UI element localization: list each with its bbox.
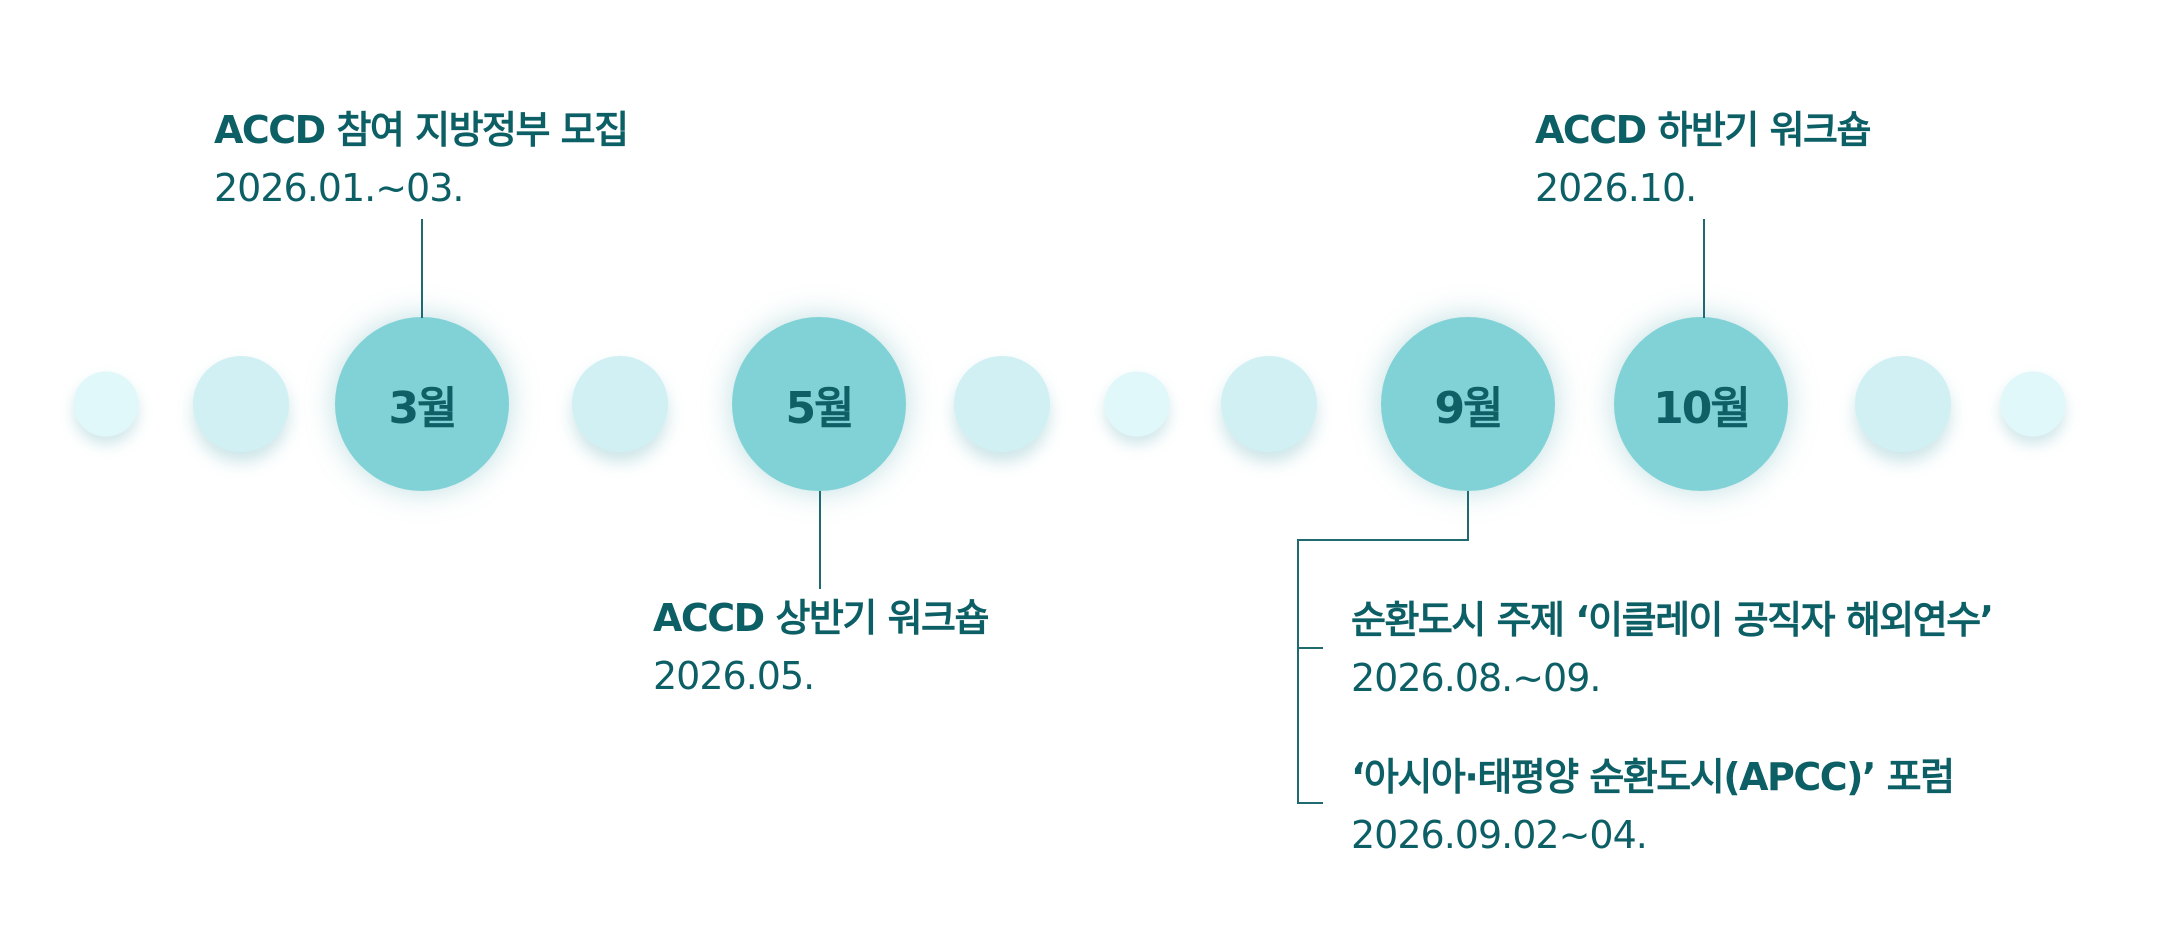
timeline-dot-medium (954, 356, 1050, 452)
event-workshop-first-half: ACCD 상반기 워크숍 2026.05. (653, 589, 989, 705)
event-date: 2026.01.~03. (214, 166, 464, 210)
event-workshop-second-half: ACCD 하반기 워크숍 2026.10. (1535, 101, 1871, 217)
timeline-dot-medium (1855, 356, 1951, 452)
timeline-dot-medium (1221, 356, 1317, 452)
connector-march (421, 219, 423, 318)
connector-september-tick-1 (1297, 647, 1323, 649)
event-recruit: ACCD 참여 지방정부 모집 2026.01.~03. (214, 101, 629, 217)
timeline-dot-small (1104, 371, 1170, 437)
event-training: 순환도시 주제 ‘이클레이 공직자 해외연수’ 2026.08.~09. (1351, 591, 1994, 707)
event-date: 2026.08.~09. (1351, 656, 1601, 700)
event-date: 2026.10. (1535, 166, 1697, 210)
event-title: ACCD 상반기 워크숍 (653, 596, 989, 640)
timeline-milestone-october: 10월 (1614, 317, 1788, 491)
timeline-dot-small (2000, 371, 2066, 437)
event-title: ‘아시아·태평양 순환도시(APCC)’ 포럼 (1351, 755, 1955, 799)
event-title: ACCD 참여 지방정부 모집 (214, 108, 629, 152)
connector-may (819, 491, 821, 589)
event-forum: ‘아시아·태평양 순환도시(APCC)’ 포럼 2026.09.02~04. (1351, 748, 1955, 864)
timeline-dot-medium (572, 356, 668, 452)
month-label: 5월 (785, 383, 854, 434)
event-date: 2026.05. (653, 654, 815, 698)
connector-september-stem (1467, 491, 1469, 541)
timeline-milestone-march: 3월 (335, 317, 509, 491)
month-label: 10월 (1653, 383, 1751, 434)
event-date: 2026.09.02~04. (1351, 813, 1648, 857)
connector-september-tick-2 (1297, 802, 1323, 804)
month-label: 9월 (1434, 383, 1503, 434)
event-title: 순환도시 주제 ‘이클레이 공직자 해외연수’ (1351, 598, 1994, 642)
connector-september-bracket (1297, 539, 1299, 804)
timeline-dot-small (73, 371, 139, 437)
event-title: ACCD 하반기 워크숍 (1535, 108, 1871, 152)
timeline-dot-medium (193, 356, 289, 452)
timeline-milestone-september: 9월 (1381, 317, 1555, 491)
month-label: 3월 (388, 383, 457, 434)
connector-october (1703, 219, 1705, 318)
timeline-milestone-may: 5월 (732, 317, 906, 491)
connector-september-arm (1297, 539, 1469, 541)
